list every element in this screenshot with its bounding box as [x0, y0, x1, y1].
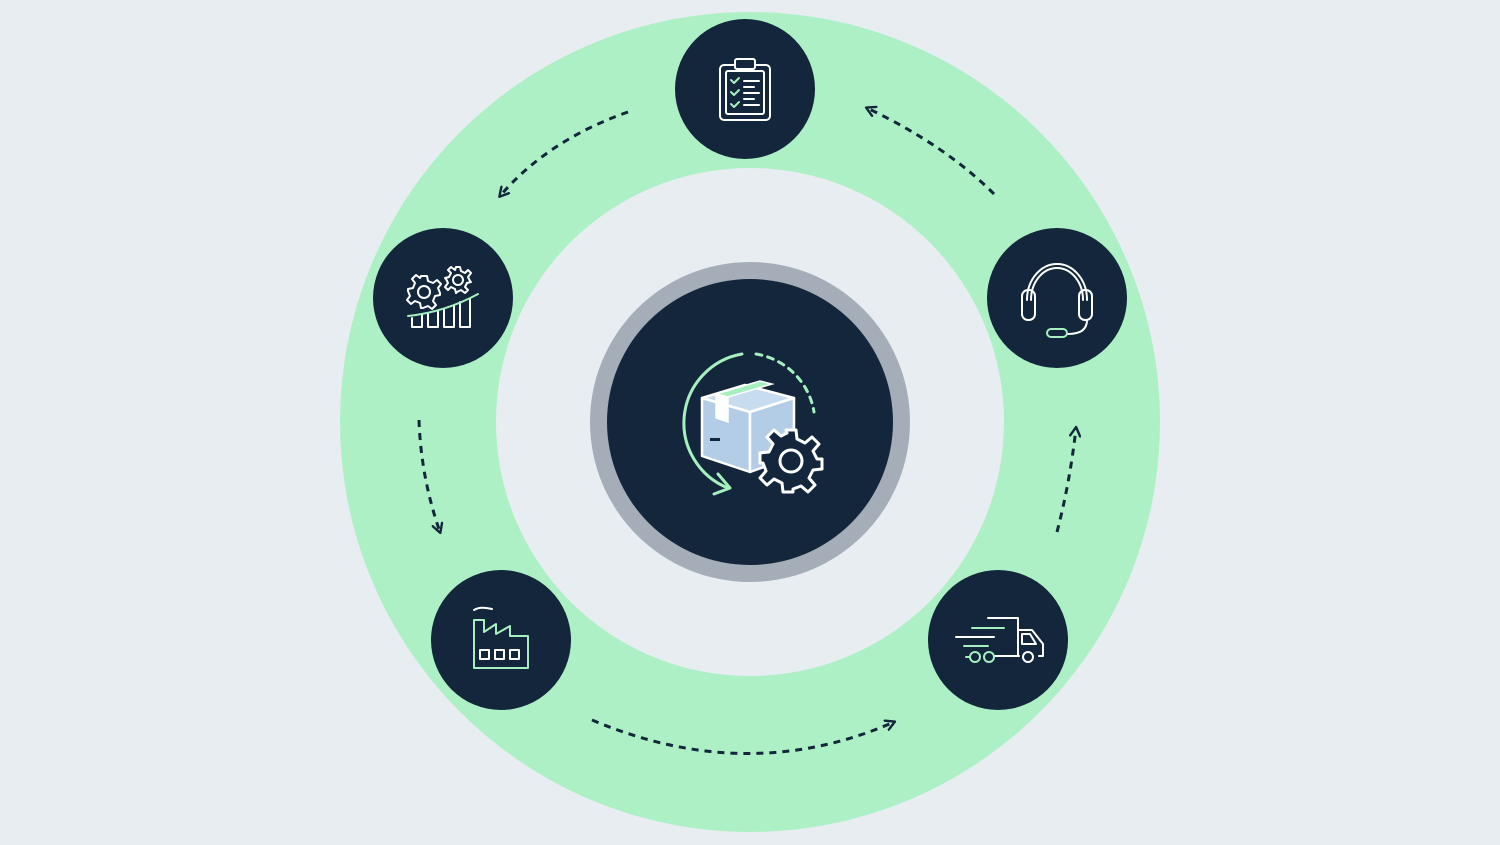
node-optimize: [373, 228, 513, 368]
arrow-support-to-plan: [867, 108, 996, 196]
node-deliver: [928, 570, 1068, 710]
arrow-manufacture-to-deliver: [591, 718, 894, 755]
package-gear-cycle-icon: [682, 352, 824, 496]
arrow-plan-to-optimize: [500, 110, 629, 196]
delivery-truck-icon: [955, 617, 1044, 663]
gears-growth-chart-icon: [406, 266, 479, 328]
center-node: [590, 262, 910, 582]
arrow-optimize-to-manufacture: [417, 419, 440, 532]
headset-icon: [1021, 263, 1093, 338]
factory-icon: [473, 606, 529, 669]
flow-arrows: [417, 108, 1076, 755]
node-manufacture: [431, 570, 571, 710]
node-support: [987, 228, 1127, 368]
node-plan: [675, 19, 815, 159]
arrow-deliver-to-support: [1055, 428, 1076, 533]
clipboard-checklist-icon: [719, 58, 771, 121]
